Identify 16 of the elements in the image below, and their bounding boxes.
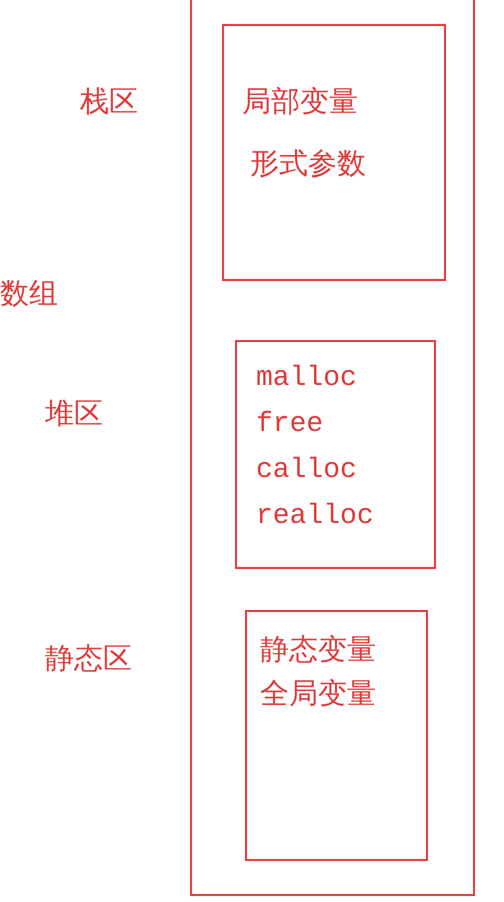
region-text: 局部变量 <box>242 84 358 119</box>
region-text: 形式参数 <box>250 146 366 181</box>
region-text: 静态变量 <box>260 632 376 667</box>
region-text: 全局变量 <box>260 676 376 711</box>
memory-region-box <box>222 24 446 281</box>
region-text: free <box>256 408 324 442</box>
region-text: malloc <box>256 362 357 396</box>
region-label: 堆区 <box>45 396 103 431</box>
memory-region-box <box>245 610 428 861</box>
region-text: calloc <box>256 454 357 488</box>
memory-region-box <box>235 340 436 569</box>
region-label: 数组 <box>0 276 58 311</box>
region-text: realloc <box>256 500 374 534</box>
region-label: 栈区 <box>80 84 138 119</box>
memory-area-box <box>190 0 475 896</box>
region-label: 静态区 <box>45 641 132 676</box>
